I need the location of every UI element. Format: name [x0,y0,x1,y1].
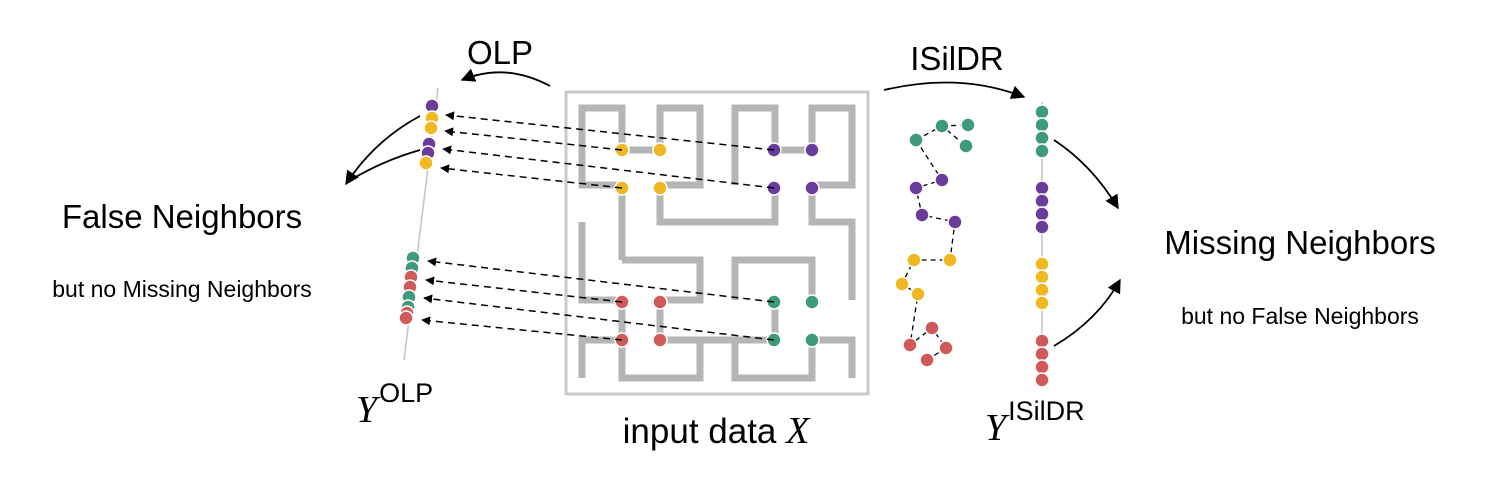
isildr-embedding-points [1034,104,1050,388]
scatter-point [947,214,963,230]
mapping-arrow [444,127,623,151]
scatter-point [910,286,926,302]
scatter-point [914,207,930,223]
scatter-point [919,352,935,368]
maze-point [652,142,668,158]
scatter-point [908,180,924,196]
input-data-maze [564,90,870,396]
scatter-point [942,252,958,268]
input-data-label: input data X [623,410,811,452]
mapping-arrow [425,276,623,303]
maze-point [804,294,820,310]
olp-mapping-arrows [421,111,775,341]
false-neighbors-subtext: but no Missing Neighbors [52,276,312,302]
scatter-point [902,337,918,353]
mapping-arrow [445,111,775,151]
y-isildr-label: YISilDR [985,396,1085,449]
olp-point [398,310,414,326]
isildr-point [1034,346,1050,362]
false-neighbors-arrow-2 [353,149,421,179]
mapping-arrow [427,257,775,303]
olp-embedding-points [398,98,440,326]
maze-points [614,142,820,348]
isildr-point [1034,269,1050,285]
missing-neighbors-arrow-bottom [1053,278,1121,347]
scatter-point [934,172,950,188]
isildr-point [1034,117,1050,133]
isildr-intermediate-scatter [894,117,976,368]
isildr-point [1034,130,1050,146]
isildr-method-label: ISilDR [910,40,1004,77]
missing-neighbors-arrow-top [1053,139,1119,210]
maze-point [804,142,820,158]
mapping-arrow [423,294,775,341]
missing-neighbors-subtext: but no False Neighbors [1181,303,1419,329]
olp-method-label: OLP [467,34,533,71]
mapping-arrow [421,316,623,341]
missing-neighbors-label: Missing Neighbors [1164,224,1435,261]
maze-point [804,180,820,196]
false-neighbors-label: False Neighbors [62,198,302,235]
maze-point [652,294,668,310]
isildr-point [1034,143,1050,159]
mapping-arrow [440,164,623,189]
isildr-point [1034,104,1050,120]
scatter-point [906,252,922,268]
maze-frame [564,90,870,396]
isildr-point [1034,333,1050,349]
isildr-method-arrow [883,81,1026,99]
isildr-point [1034,295,1050,311]
isildr-point [1034,282,1050,298]
scatter-point [894,276,910,292]
scatter-point [960,117,976,133]
scatter-point [938,340,954,356]
olp-method-arrow [460,68,551,87]
isildr-point [1034,256,1050,272]
maze-point [804,332,820,348]
isildr-point [1034,206,1050,222]
scatter-point [958,138,974,154]
mapping-arrow [442,145,775,189]
isildr-point [1034,193,1050,209]
isildr-point [1034,359,1050,375]
olp-point [418,155,434,171]
olp-point [423,120,439,136]
false-neighbors-arrow [345,115,421,186]
maze-point [652,180,668,196]
y-olp-label: YOLP [356,378,433,431]
scatter-point [924,320,940,336]
maze-point [652,332,668,348]
scatter-point [908,132,924,148]
isildr-point [1034,180,1050,196]
scatter-point [934,118,950,134]
isildr-point [1034,372,1050,388]
isildr-point [1034,219,1050,235]
